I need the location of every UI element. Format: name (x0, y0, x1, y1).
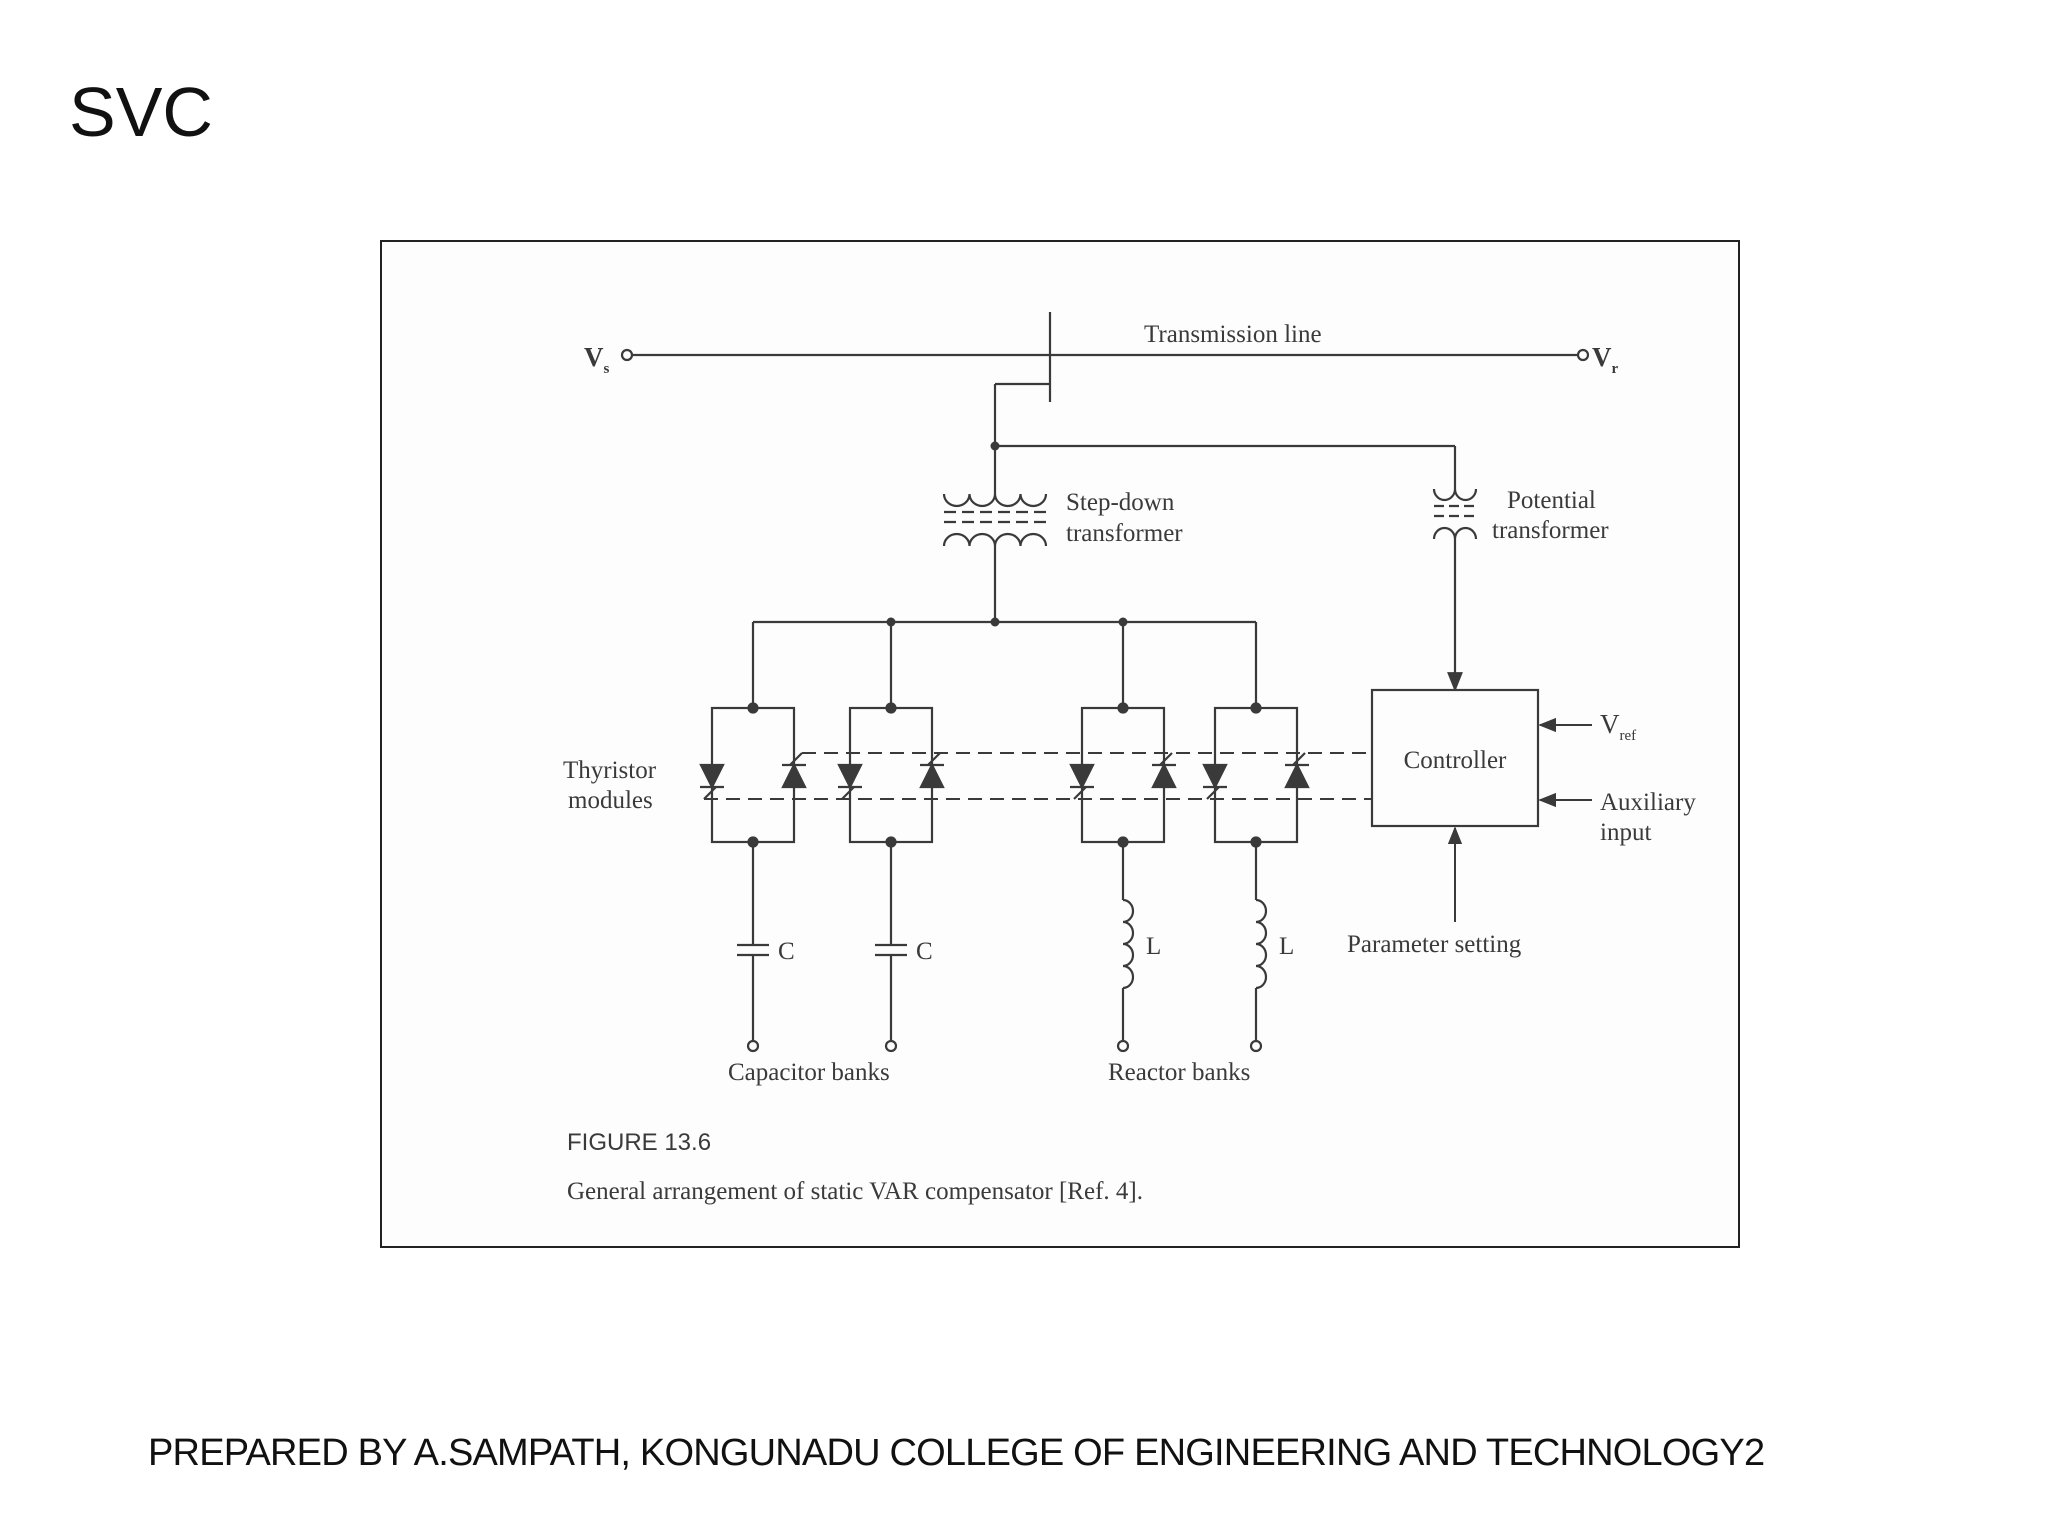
capacitor-banks-label: Capacitor banks (728, 1059, 890, 1086)
svc-diagram: Vs Vr Transmission line Step-down transf… (563, 312, 1696, 1205)
vref-label: Vref (1600, 709, 1636, 744)
reactor-bank-2 (1249, 842, 1268, 1053)
ind2-label: L (1279, 933, 1294, 960)
stepdown-label-line1: Step-down (1066, 489, 1175, 516)
gate-control-lines (704, 752, 1372, 800)
potential-label-line2: transformer (1492, 517, 1609, 544)
controller-label: Controller (1404, 747, 1507, 774)
capacitor-bank-2 (875, 842, 907, 1053)
auxiliary-label-line1: Auxiliary (1600, 789, 1696, 816)
slide-footer: PREPARED BY A.SAMPATH, KONGUNADU COLLEGE… (148, 1432, 1765, 1475)
parameter-setting-label: Parameter setting (1347, 931, 1522, 958)
thyristor-module-3 (1069, 702, 1177, 848)
figure-frame: Vs Vr Transmission line Step-down transf… (380, 240, 1740, 1248)
controller-box (1370, 688, 1540, 828)
stepdown-transformer-icon (942, 493, 1048, 622)
stepdown-label-line2: transformer (1066, 520, 1183, 547)
capacitor-bank-1 (737, 842, 769, 1053)
potential-label-line1: Potential (1507, 487, 1596, 514)
vr-terminal (1576, 348, 1590, 362)
vr-label: Vr (1592, 342, 1619, 377)
figure-caption: General arrangement of static VAR compen… (567, 1178, 1143, 1205)
auxiliary-label-line2: input (1600, 819, 1651, 846)
thyristor-label-line1: Thyristor (563, 757, 657, 784)
thyristor-module-4 (1202, 702, 1310, 848)
reactor-bank-1 (1116, 842, 1135, 1053)
vs-label: Vs (584, 342, 610, 377)
page-number: 2 (1743, 1432, 1766, 1474)
figure-number: FIGURE 13.6 (567, 1129, 711, 1156)
tap-node (990, 441, 1000, 451)
thyristor-label-line2: modules (568, 787, 653, 814)
reactor-banks-label: Reactor banks (1108, 1059, 1250, 1086)
cap1-label: C (778, 938, 795, 965)
thyristor-module-2 (837, 702, 945, 848)
slide-title: SVC (69, 73, 213, 151)
ind1-label: L (1146, 933, 1161, 960)
thyristor-module-1 (699, 702, 807, 848)
vs-terminal (620, 348, 634, 362)
transmission-line-label: Transmission line (1144, 321, 1322, 348)
cap2-label: C (916, 938, 933, 965)
potential-transformer-icon (1432, 488, 1478, 692)
footer-text: PREPARED BY A.SAMPATH, KONGUNADU COLLEGE… (148, 1432, 1745, 1474)
